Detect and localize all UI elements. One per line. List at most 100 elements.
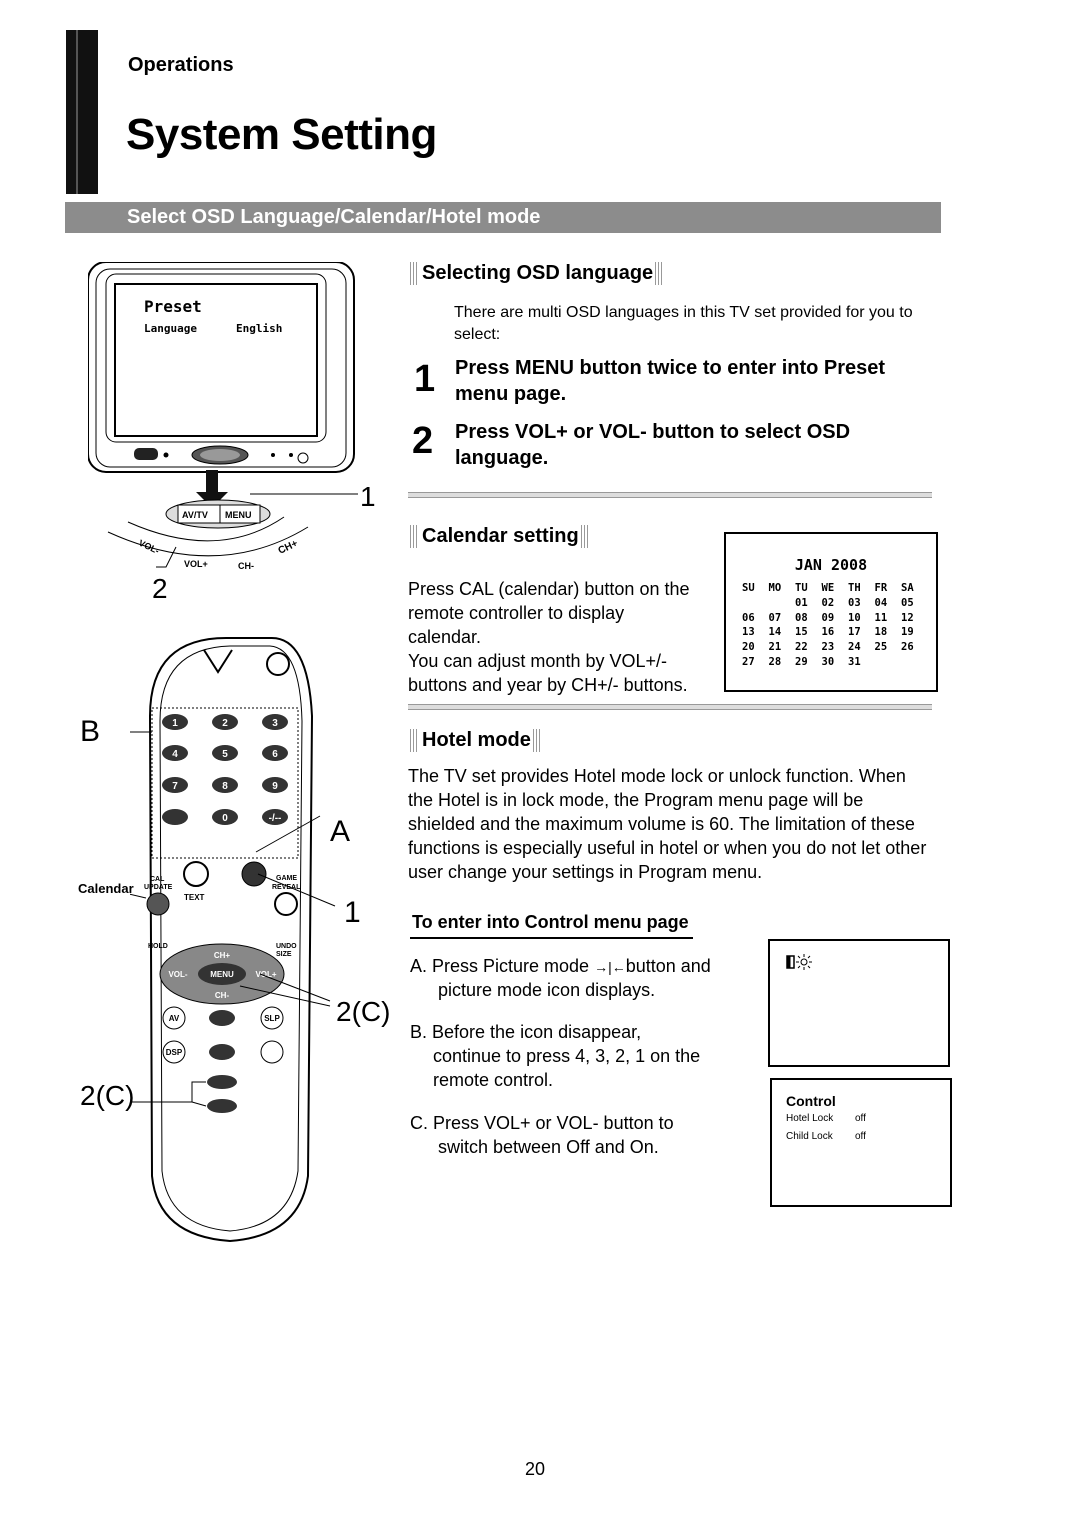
step-b-line3: remote control. [433,1070,554,1090]
day: 15 [795,626,808,639]
vol-plus-key: VOL+ [255,970,276,979]
day: 01 [795,596,808,609]
step-1-text: Press MENU button twice to enter into Pr… [455,357,886,405]
key-8: 8 [222,781,228,792]
remote-callout-b: B [80,715,101,748]
cal-label: CAL [150,876,165,883]
calendar-month: JAN 2008 [794,556,868,574]
day: 16 [821,626,835,639]
calendar-text-2: You can adjust month by VOL+/- buttons a… [408,651,688,695]
key-dash: -/-- [269,813,282,824]
key-6: 6 [272,749,278,760]
hotel-lock-label: Hotel Lock [786,1113,834,1124]
day: 18 [874,626,888,639]
divider [408,492,932,498]
key-1: 1 [172,718,178,729]
key-5: 5 [222,749,228,760]
key-4: 4 [172,749,178,760]
remote-callout-2c-left: 2(C) [80,1080,135,1111]
vol-plus-label: VOL+ [184,559,208,569]
control-menu-screen: Control Hotel Lock off Child Lock off [770,1078,952,1207]
day: 10 [848,611,861,624]
calendar-text-1: Press CAL (calendar) button on the remot… [408,579,690,647]
picture-mode-icon [786,954,812,970]
child-lock-label: Child Lock [786,1131,833,1142]
game-label: GAME [276,875,297,882]
ch-minus-label: CH- [238,561,254,571]
day: 03 [848,596,861,609]
page-title: System Setting [126,110,437,159]
ch-minus-key: CH- [215,991,230,1000]
step-a-text: A. Press Picture mode →|←button and [410,954,711,979]
av-key: AV [169,1014,180,1023]
day: 08 [795,611,808,624]
update-label: UPDATE [144,884,173,891]
menu-label: MENU [225,510,252,520]
undo-label: UNDO [276,943,297,950]
day: 23 [821,641,835,654]
key-0: 0 [222,813,228,824]
weekday: WE [821,582,835,594]
dsp-key: DSP [166,1048,183,1057]
banner-text: Select OSD Language/Calendar/Hotel mode [127,206,541,228]
weekday: FR [874,582,888,594]
step-b-line1: B. Before the icon disappear, [410,1022,642,1042]
day: 11 [874,611,888,624]
day: 25 [874,641,888,654]
weekday: SU [742,582,755,594]
slp-key: SLP [264,1014,280,1023]
day: 09 [821,611,835,624]
calendar-callout-label: Calendar [78,881,134,896]
weekday: SA [901,582,914,594]
day: 06 [742,611,755,624]
day: 29 [795,655,808,668]
step-a-part2: button and [625,956,711,976]
menu-key: MENU [210,970,234,979]
weekday: MO [768,582,782,594]
vol-minus-label: VOL- [137,538,161,556]
calendar-heading: Calendar setting [410,525,589,548]
day: 19 [901,626,914,639]
day: 22 [795,641,808,654]
day: 07 [768,611,782,624]
step-b-line2: continue to press 4, 3, 2, 1 on the [433,1046,701,1066]
tv-menu-value: English [236,322,282,335]
weekday: TH [848,582,861,594]
av-tv-label: AV/TV [182,510,208,520]
step-c-line2: switch between Off and On. [438,1137,659,1157]
key-7: 7 [172,781,178,792]
tv-screen-title: Preset [144,297,202,316]
tv-menu-item: Language [144,322,197,335]
day [875,656,902,671]
day: 28 [768,655,782,668]
picture-mode-icon: →|← [594,959,626,975]
osd-heading: Selecting OSD language [410,262,664,285]
section-label: Operations [128,54,234,76]
step-c-line1: C. Press VOL+ or VOL- button to [410,1113,674,1133]
step-2-number: 2 [412,420,434,462]
day [769,597,796,612]
osd-intro: There are multi OSD languages in this TV… [454,304,913,343]
divider [408,704,932,710]
day: 24 [848,641,861,654]
step-1-number: 1 [414,358,436,400]
day: 13 [742,626,755,639]
sidebar-bar [66,30,98,194]
day: 21 [768,641,782,654]
key-3: 3 [272,718,278,729]
calendar-weekdays: SU MO TU WE TH FR SA [742,582,928,597]
day: 05 [901,596,914,609]
day: 14 [768,626,782,639]
weekday: TU [795,582,808,594]
key-2: 2 [222,718,228,729]
hotel-text: The TV set provides Hotel mode lock or u… [408,766,927,882]
page-number: 20 [525,1459,546,1479]
reveal-label: REVEAL [272,884,301,891]
step-a-part1: A. Press Picture mode [410,956,590,976]
